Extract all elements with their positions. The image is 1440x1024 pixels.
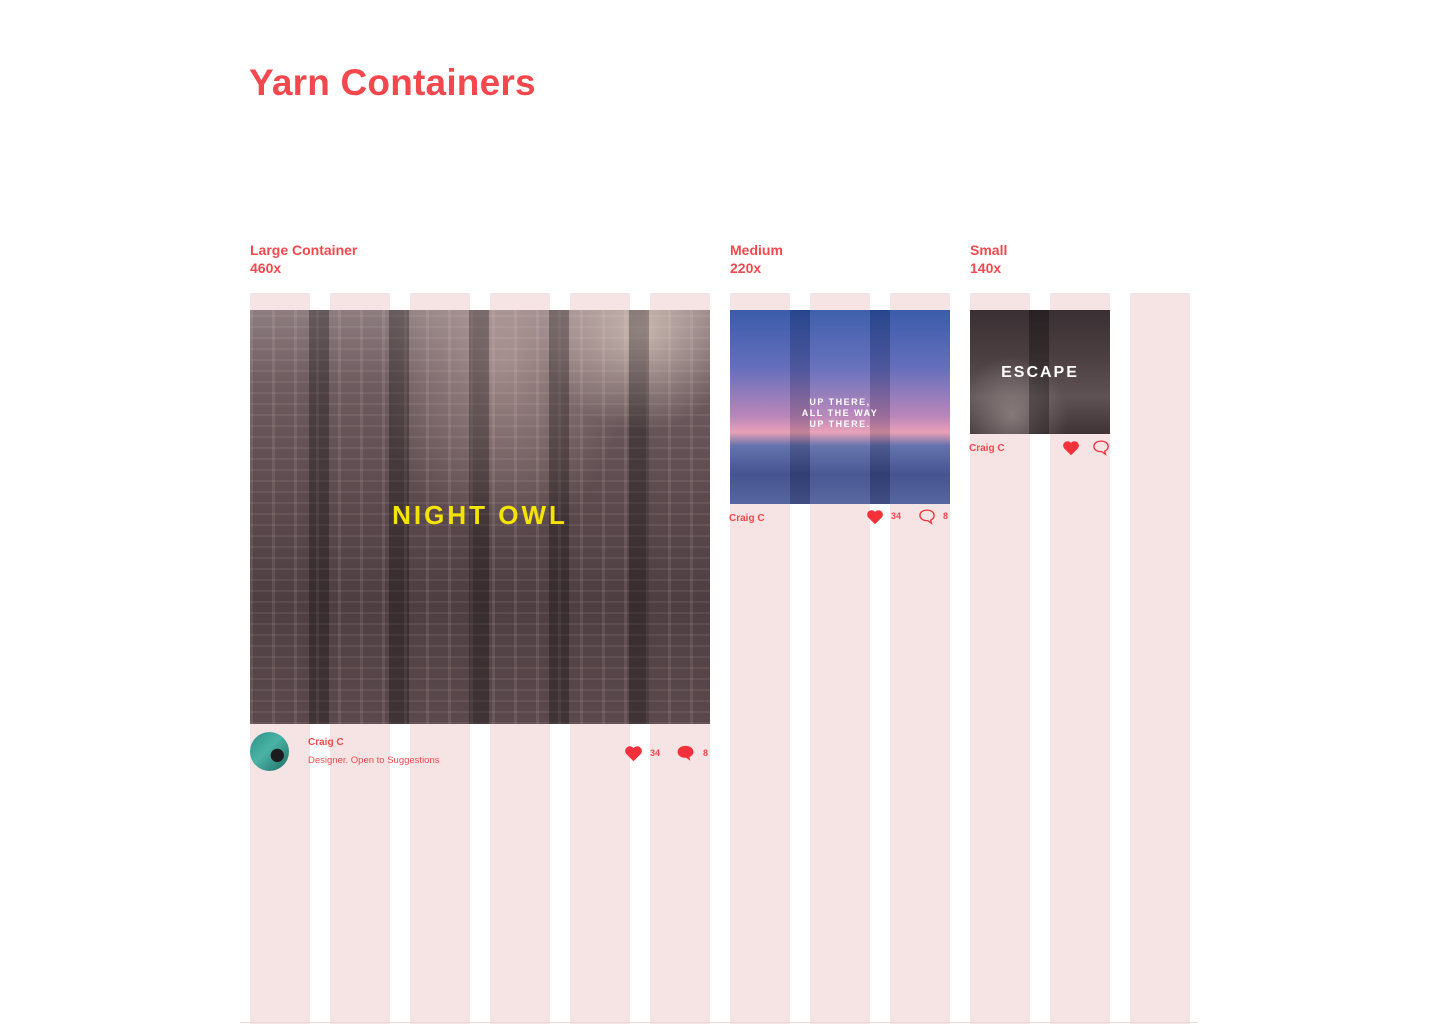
- escape-image[interactable]: ESCAPE: [970, 310, 1110, 434]
- speech-bubble-outline-icon[interactable]: [1092, 439, 1110, 456]
- section-size: 140x: [970, 260, 1002, 276]
- caption-line: ALL THE WAY: [801, 408, 879, 418]
- comment-count: 8: [703, 748, 709, 758]
- section-name: Medium: [730, 242, 783, 258]
- overlay-band: [890, 310, 950, 504]
- heart-icon[interactable]: [624, 745, 643, 762]
- overlay-band: [309, 310, 329, 724]
- overlay-band: [790, 310, 810, 504]
- caption-line: UP THERE,: [809, 397, 871, 407]
- page-title: Yarn Containers: [249, 62, 536, 103]
- image-caption: NIGHT OWL: [392, 500, 568, 530]
- overlay-band: [549, 310, 569, 724]
- large-container-label: Large Container 460x: [250, 241, 357, 277]
- heart-icon[interactable]: [1062, 440, 1080, 456]
- author-name[interactable]: Craig C: [308, 737, 344, 748]
- caption-line: UP THERE.: [809, 419, 871, 429]
- overlay-band: [870, 310, 890, 504]
- section-name: Small: [970, 242, 1008, 258]
- small-container-label: Small 140x: [970, 241, 1007, 277]
- speech-bubble-outline-icon[interactable]: [918, 508, 936, 525]
- section-size: 220x: [730, 260, 762, 276]
- section-name: Large Container: [250, 242, 358, 258]
- comment-count: 8: [943, 511, 949, 521]
- heart-icon[interactable]: [866, 509, 884, 525]
- up-there-image[interactable]: UP THERE, ALL THE WAY UP THERE.: [730, 310, 950, 504]
- author-name[interactable]: Craig C: [729, 513, 765, 524]
- like-count: 34: [891, 511, 902, 521]
- section-size: 460x: [250, 260, 282, 276]
- overlay-band: [730, 310, 790, 504]
- night-owl-image[interactable]: NIGHT OWL: [250, 310, 710, 724]
- overlay-band: [810, 310, 870, 504]
- overlay-band: [389, 310, 409, 724]
- overlay-band: [629, 310, 649, 724]
- speech-bubble-icon[interactable]: [676, 744, 695, 762]
- overlay-band: [1029, 310, 1049, 434]
- author-name[interactable]: Craig C: [969, 443, 1005, 454]
- overlay-band: [469, 310, 489, 724]
- image-caption: UP THERE, ALL THE WAY UP THERE.: [730, 397, 950, 430]
- image-caption: ESCAPE: [1001, 364, 1079, 381]
- medium-container-label: Medium 220x: [730, 241, 783, 277]
- baseline-divider: [240, 1022, 1198, 1023]
- author-bio: Designer. Open to Suggestions: [308, 755, 440, 766]
- grid-column: [1130, 293, 1190, 1024]
- avatar[interactable]: [250, 732, 289, 771]
- like-count: 34: [650, 748, 661, 758]
